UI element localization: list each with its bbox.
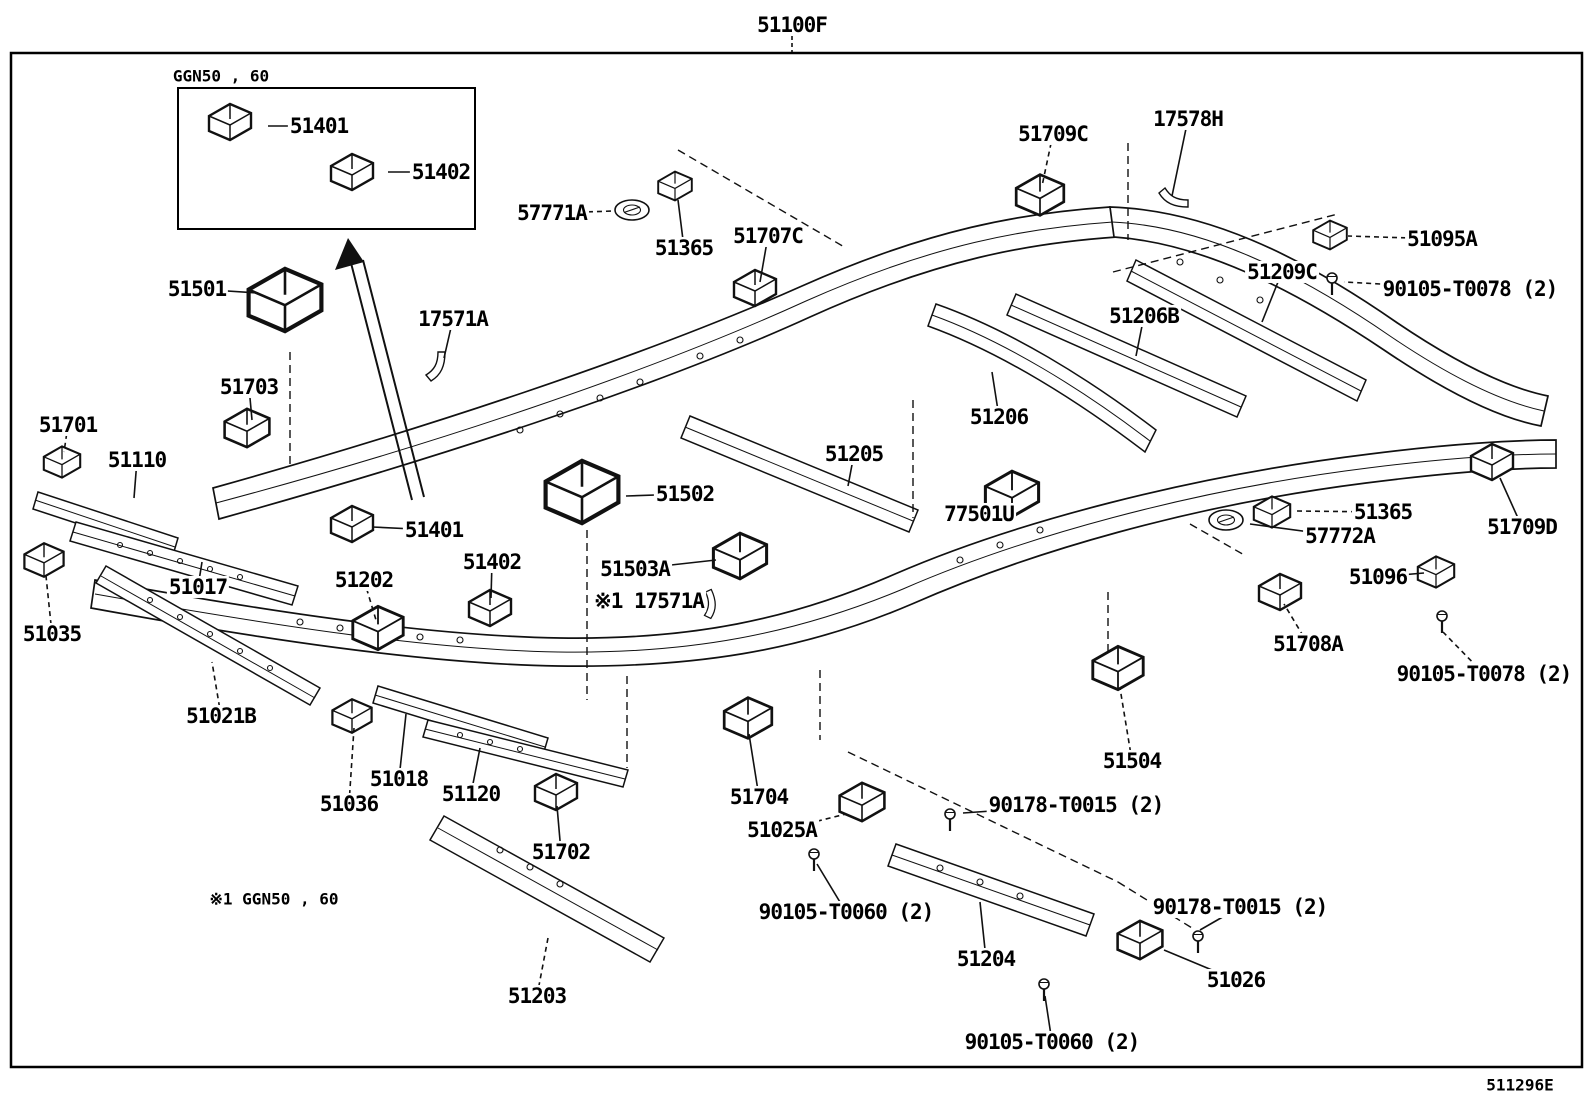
construction-lines	[289, 143, 1339, 929]
part-label-51036: 51036	[317, 791, 381, 816]
part-label-51025a: 51025A	[745, 817, 819, 842]
part-label-90105-t0060-2: 90105-T0060 (2)	[756, 899, 936, 924]
figure-number-label: 51100F	[755, 12, 829, 37]
part-label-90105-t0078-2: 90105-T0078 (2)	[1394, 661, 1574, 686]
inset-variant-label: GGN50 , 60	[170, 66, 272, 86]
direction-arrow	[335, 238, 425, 501]
part-label-51204: 51204	[954, 946, 1018, 971]
inset-variant-box	[177, 87, 476, 230]
figure-code-label: 511296E	[1484, 1075, 1556, 1095]
part-label-51021b: 51021B	[184, 703, 258, 728]
part-label-51709d: 51709D	[1485, 514, 1559, 539]
part-label-51205: 51205	[822, 441, 886, 466]
part-label-77501u: 77501U	[942, 501, 1016, 526]
part-label-51703: 51703	[217, 374, 281, 399]
part-label-51502: 51502	[653, 481, 717, 506]
part-label-51206: 51206	[967, 404, 1031, 429]
part-label-51018: 51018	[367, 766, 431, 791]
part-label-51203: 51203	[505, 983, 569, 1008]
part-label-17578h: 17578H	[1151, 106, 1225, 131]
part-label-57772a: 57772A	[1303, 523, 1377, 548]
part-label-51701: 51701	[36, 412, 100, 437]
part-label-51707c: 51707C	[731, 223, 805, 248]
part-label-51095a: 51095A	[1405, 226, 1479, 251]
diagram-border	[9, 51, 1584, 1069]
part-label-90105-t0060-2: 90105-T0060 (2)	[962, 1029, 1142, 1054]
part-label-51702: 51702	[529, 839, 593, 864]
part-label-51401: 51401	[402, 517, 466, 542]
variant-note-label: ※1 GGN50 , 60	[207, 889, 341, 909]
part-label-51402: 51402	[409, 159, 473, 184]
part-label-90178-t0015-2: 90178-T0015 (2)	[986, 792, 1166, 817]
part-label-51202: 51202	[332, 567, 396, 592]
part-label-51402: 51402	[460, 549, 524, 574]
part-label-51096: 51096	[1346, 564, 1410, 589]
part-label-90178-t0015-2: 90178-T0015 (2)	[1150, 894, 1330, 919]
part-label-51704: 51704	[727, 784, 791, 809]
part-label-57771a: 57771A	[515, 200, 589, 225]
part-label-51365: 51365	[1351, 499, 1415, 524]
rail-holes	[116, 258, 1264, 900]
part-label-51504: 51504	[1100, 748, 1164, 773]
part-label-51365: 51365	[652, 235, 716, 260]
part-label-51708a: 51708A	[1271, 631, 1345, 656]
part-label-17571a: 17571A	[416, 306, 490, 331]
part-label-51120: 51120	[439, 781, 503, 806]
part-label-1-17571a: ※1 17571A	[592, 588, 706, 613]
part-label-51026: 51026	[1204, 967, 1268, 992]
part-label-51017: 51017	[166, 574, 230, 599]
part-label-51209c: 51209C	[1245, 259, 1319, 284]
part-label-51206b: 51206B	[1107, 303, 1181, 328]
part-label-51709c: 51709C	[1016, 121, 1090, 146]
part-label-51110: 51110	[105, 447, 169, 472]
part-label-51401: 51401	[287, 113, 351, 138]
part-label-51503a: 51503A	[598, 556, 672, 581]
part-label-90105-t0078-2: 90105-T0078 (2)	[1380, 276, 1560, 301]
part-label-51035: 51035	[20, 621, 84, 646]
part-label-51501: 51501	[165, 276, 229, 301]
